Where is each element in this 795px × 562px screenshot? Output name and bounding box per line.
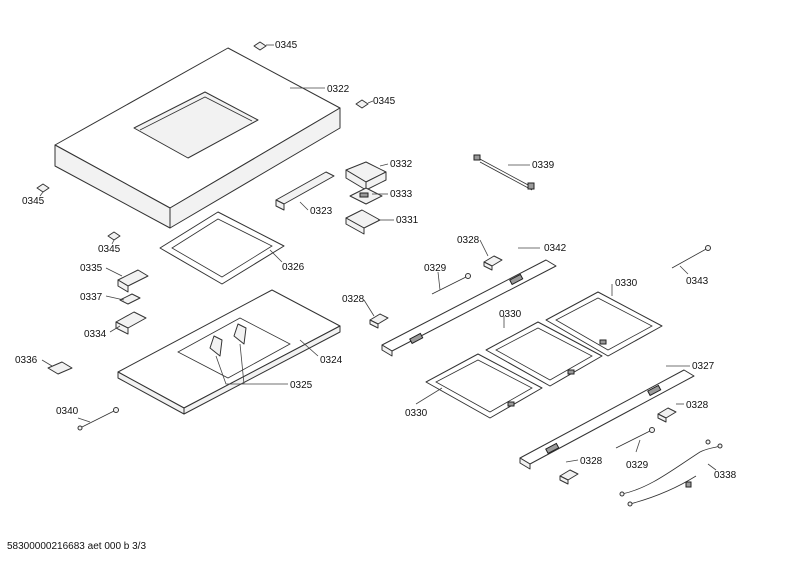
label-0330-a: 0330 — [615, 278, 638, 289]
label-0332: 0332 — [390, 159, 413, 170]
part-0329-rod-a — [431, 273, 471, 295]
part-0326-frame — [159, 211, 285, 285]
part-0339-cable — [473, 154, 535, 191]
label-0338: 0338 — [714, 470, 737, 481]
label-0345-c: 0345 — [22, 196, 45, 207]
label-0328-c: 0328 — [686, 400, 709, 411]
part-0333-board — [349, 187, 383, 205]
part-0330-filter-a — [545, 291, 663, 357]
part-0328-clip-d — [559, 469, 579, 485]
label-0326: 0326 — [282, 262, 305, 273]
part-0334-part — [115, 311, 147, 335]
part-0336-bracket — [47, 361, 73, 375]
part-0345-clip-b — [355, 99, 369, 109]
label-0345-a: 0345 — [275, 40, 298, 51]
label-0329-a: 0329 — [424, 263, 447, 274]
label-0345-b: 0345 — [373, 96, 396, 107]
part-0325-clamp-a — [209, 335, 223, 357]
part-0328-clip-c — [657, 407, 677, 423]
label-0336: 0336 — [15, 355, 38, 366]
label-0340: 0340 — [56, 406, 79, 417]
part-0325-clamp-b — [233, 323, 247, 345]
label-0342: 0342 — [544, 243, 567, 254]
label-0324: 0324 — [320, 355, 343, 366]
label-0334: 0334 — [84, 329, 107, 340]
part-0328-clip-b — [369, 313, 389, 329]
label-0328-d: 0328 — [580, 456, 603, 467]
part-0327-filter-rail — [519, 369, 695, 470]
part-0331-housing — [345, 209, 381, 235]
label-0329-b: 0329 — [626, 460, 649, 471]
label-0335: 0335 — [80, 263, 103, 274]
part-0332-control-box — [345, 161, 387, 191]
label-0328-b: 0328 — [342, 294, 365, 305]
part-0337-part — [119, 293, 141, 305]
part-0342-filter-rail — [381, 259, 557, 357]
label-0325: 0325 — [290, 380, 313, 391]
leader-lines — [39, 44, 717, 471]
label-0337: 0337 — [80, 292, 103, 303]
label-0323: 0323 — [310, 206, 333, 217]
part-0328-clip-a — [483, 255, 503, 271]
document-id: 58300000216683 aet 000 b 3/3 — [7, 541, 147, 552]
part-0329-rod-b — [615, 427, 655, 449]
part-0338-wiring-harness — [619, 439, 723, 507]
label-0330-b: 0330 — [499, 309, 522, 320]
part-0324-bottom-tray — [117, 289, 341, 415]
part-0343-rod — [671, 245, 711, 269]
label-0328-a: 0328 — [457, 235, 480, 246]
part-0340-rod — [77, 407, 119, 431]
part-0330-filter-b — [485, 321, 603, 387]
part-0345-clip-d — [107, 231, 121, 241]
label-0327: 0327 — [692, 361, 715, 372]
part-labels: 0345 0322 0345 0345 0332 0339 0333 0323 … — [15, 40, 737, 481]
part-0345-clip-a — [253, 41, 267, 51]
label-0331: 0331 — [396, 215, 419, 226]
label-0330-c: 0330 — [405, 408, 428, 419]
part-0323-light-strip — [275, 171, 335, 211]
label-0345-d: 0345 — [98, 244, 121, 255]
label-0322: 0322 — [327, 84, 350, 95]
part-0345-clip-c — [36, 183, 50, 193]
part-0335-part — [117, 269, 149, 293]
part-0330-filter-c — [425, 353, 543, 419]
label-0343: 0343 — [686, 276, 709, 287]
part-0322-hood-cover — [54, 47, 341, 229]
label-0339: 0339 — [532, 160, 555, 171]
label-0333: 0333 — [390, 189, 413, 200]
